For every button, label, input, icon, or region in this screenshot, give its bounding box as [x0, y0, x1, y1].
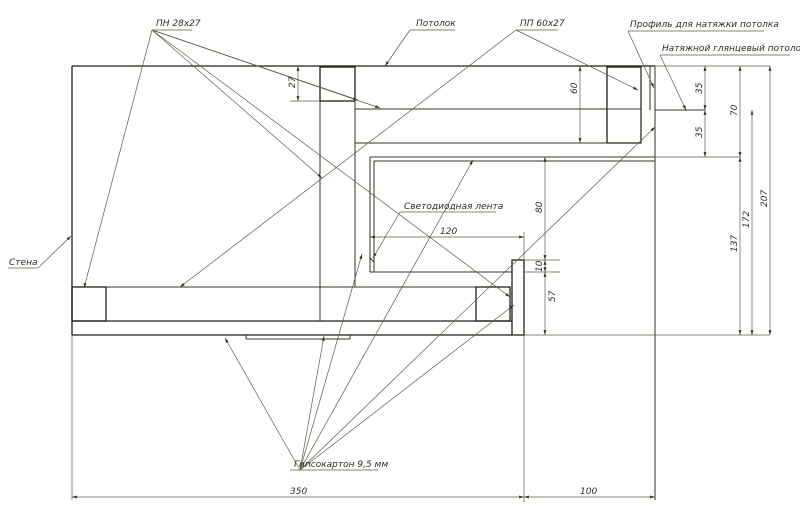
dim-57: 57: [548, 290, 558, 302]
label-wall: Стена: [9, 258, 37, 268]
pn-profile-wall: [71, 286, 107, 322]
dim-350: 350: [290, 487, 307, 497]
dim-207: 207: [760, 190, 770, 207]
pp-profile: [606, 66, 642, 144]
dim-10: 10: [535, 260, 545, 272]
label-pp: ПП 60x27: [520, 19, 565, 29]
dim-137: 137: [730, 235, 740, 252]
dim-35-top: 35: [695, 82, 705, 94]
pn-profile-lower: [475, 286, 511, 322]
leader-lines: [8, 29, 790, 471]
annotations: ПН 28x27 Потолок ПП 60x27 Профиль для на…: [9, 19, 800, 470]
dim-100: 100: [580, 487, 597, 497]
led-hook: [369, 257, 375, 272]
dim-27: 27: [288, 76, 298, 88]
dim-172: 172: [742, 211, 752, 228]
dimension-values: 27 60 35 35 70 80 120 10 57 137 172 207 …: [288, 76, 770, 497]
label-ceiling: Потолок: [416, 19, 456, 29]
dim-120: 120: [440, 227, 457, 237]
structure: [71, 65, 770, 500]
label-tension-profile: Профиль для натяжки потолка: [630, 20, 779, 30]
dim-80: 80: [535, 201, 545, 213]
dimension-lines: [72, 66, 772, 502]
pn-profile-ceiling: [319, 66, 356, 102]
label-glossy-ceiling: Натяжной глянцевый потолок: [662, 44, 800, 54]
dim-70: 70: [730, 104, 740, 116]
drywall-end-vertical: [511, 259, 525, 336]
dim-60: 60: [570, 82, 580, 94]
label-pn: ПН 28x27: [156, 19, 201, 29]
label-led: Светодиодная лента: [404, 202, 503, 212]
dim-35-bottom: 35: [695, 126, 705, 138]
label-drywall: Гипсокартон 9,5 мм: [294, 460, 388, 470]
